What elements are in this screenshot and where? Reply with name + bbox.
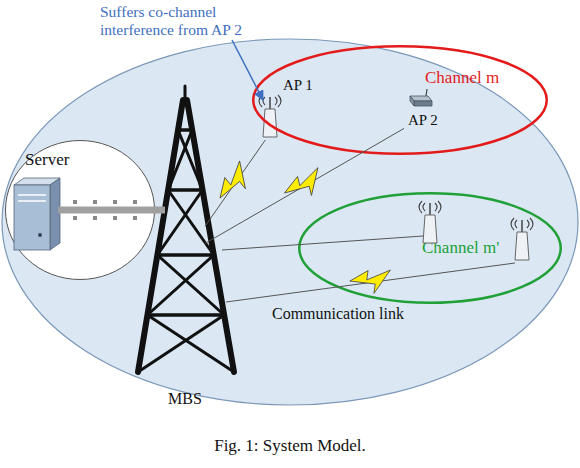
ap-label: AP 1: [283, 77, 313, 94]
wireless-link: [205, 128, 404, 243]
channel-label: Channel m': [422, 238, 499, 258]
callout-note: Suffers co-channel interference from AP …: [100, 3, 265, 39]
router-front: [414, 101, 432, 106]
router-side: [410, 96, 414, 106]
coverage-area: [2, 39, 578, 405]
antenna-stick: [429, 203, 431, 215]
wireless-link: [205, 140, 265, 226]
lightning-bolt: [281, 165, 329, 206]
cable-peg: [113, 200, 117, 204]
antenna-waves: [511, 218, 533, 230]
link-label: Communication link: [272, 305, 404, 323]
antenna-body: [263, 109, 277, 137]
cable-peg: [113, 216, 117, 220]
cable-peg: [93, 200, 97, 204]
tower-brace: [157, 190, 202, 255]
region-ellipse: [299, 193, 561, 303]
cable-peg: [133, 216, 137, 220]
ap-label: AP 2: [408, 112, 438, 129]
tower-brace: [138, 315, 224, 372]
antenna-stick: [269, 97, 271, 109]
lightning-bolt: [349, 268, 393, 297]
antenna-waves: [259, 95, 281, 107]
region-ellipse: [6, 141, 155, 280]
server-side: [50, 178, 60, 250]
tower-crossbar: [147, 313, 224, 317]
base-station: MBS: [165, 100, 205, 410]
server-drive: [18, 194, 46, 196]
tower-leg: [187, 100, 234, 372]
figure-caption: Fig. 1: System Model.: [0, 436, 580, 456]
cable-bar: [58, 207, 156, 214]
cable-peg: [133, 200, 137, 204]
cable-peg: [93, 216, 97, 220]
server-drive: [18, 200, 46, 202]
tower-brace: [168, 190, 214, 255]
tower-crossbar: [178, 128, 192, 132]
server-label: Server: [25, 150, 69, 170]
region-ellipse: [253, 46, 547, 154]
server-front: [14, 185, 50, 250]
tower-brace: [147, 315, 234, 372]
tower-crossbar: [157, 253, 213, 257]
cable-peg: [73, 216, 77, 220]
antenna-body: [423, 215, 437, 243]
tower-outline: [165, 100, 205, 410]
tower-leg: [138, 100, 183, 372]
tower-group: [138, 86, 234, 372]
channel-region: AP 1 AP 2 Channel m: [252, 45, 548, 155]
station-label: MBS: [155, 390, 215, 408]
antenna-stick: [521, 220, 523, 232]
wired-link: [155, 207, 165, 214]
channel-label: Channel m: [425, 68, 499, 88]
tower-brace: [147, 255, 213, 315]
wireless-link: [222, 236, 423, 250]
server-button: [38, 233, 42, 237]
server-top: [14, 178, 60, 185]
channel-region: Channel m': [298, 192, 562, 304]
antenna-waves: [419, 201, 441, 213]
connector-layer: [155, 128, 404, 243]
router-antenna: [426, 89, 427, 96]
lightning-bolt: [214, 159, 257, 207]
server-region: Server: [5, 140, 155, 280]
tower-brace: [157, 255, 224, 315]
callout-arrow: [232, 40, 263, 100]
tower-brace: [168, 130, 192, 190]
ellipse-outline: [252, 45, 548, 155]
wireless-link: [226, 263, 515, 302]
access-point: AP 1: [258, 75, 318, 140]
access-point: AP 2: [404, 92, 454, 136]
tower-crossbar: [168, 188, 202, 192]
antenna-body: [515, 232, 529, 260]
cable-peg: [73, 200, 77, 204]
